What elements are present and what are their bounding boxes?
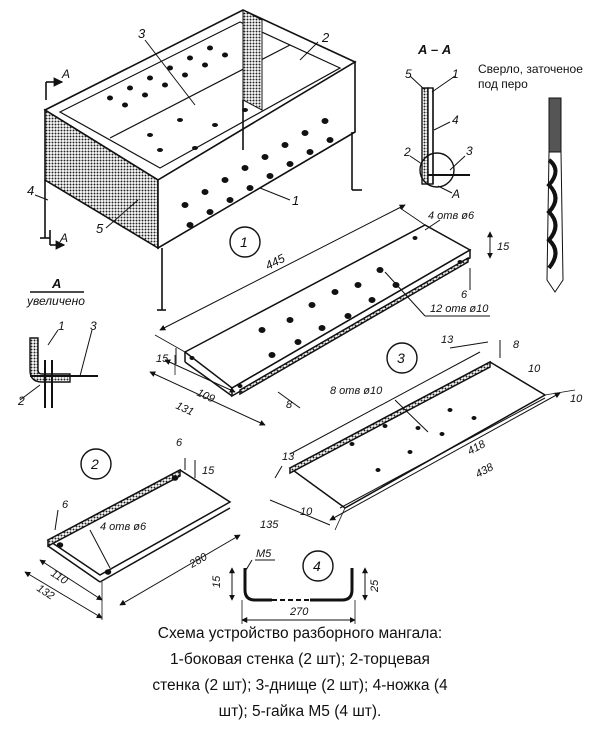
caption-line-1: Схема устройство разборного мангала:	[157, 625, 443, 642]
detail-label-1: 1	[58, 319, 65, 333]
dim-25-leg: 25	[369, 579, 381, 593]
dim-132: 132	[34, 582, 56, 602]
dim-15-top: 15	[202, 465, 215, 477]
dim-280: 280	[187, 551, 211, 572]
part-1-side-wall	[149, 204, 493, 426]
section-label-5: 5	[405, 67, 412, 81]
part-4-leg	[229, 550, 368, 624]
detail-a-enlarged-label: увеличено	[26, 294, 85, 308]
dim-15-leg: 15	[211, 575, 223, 588]
dim-8-holes-10: 8 отв ø10	[330, 385, 383, 397]
dim-6-right: 6	[461, 289, 468, 301]
part-3-bottom-plate	[269, 340, 576, 531]
circled-part-4: 4	[313, 558, 321, 574]
section-label-3: 3	[466, 144, 473, 158]
dim-270: 270	[289, 606, 309, 618]
section-label-2: 2	[403, 145, 411, 159]
caption-line-4: шт); 5-гайка М5 (4 шт).	[218, 703, 382, 720]
dim-10-right-b: 10	[570, 393, 583, 405]
caption-line-2: 1-боковая стенка (2 шт); 2-торцевая	[170, 651, 430, 668]
dim-12-holes-10: 12 отв ø10	[430, 303, 489, 315]
section-circle-a: А	[451, 187, 460, 201]
section-a-a	[409, 75, 470, 194]
dim-109: 109	[195, 387, 217, 406]
section-arrow-a-bottom: А	[59, 231, 68, 245]
part-label-5: 5	[96, 221, 104, 236]
dim-13-left: 13	[282, 451, 295, 463]
dim-4-holes-6: 4 отв ø6	[428, 210, 475, 222]
part-label-3: 3	[138, 26, 146, 41]
dim-438: 438	[474, 461, 497, 481]
section-label-4: 4	[452, 113, 459, 127]
circled-part-3: 3	[397, 350, 405, 366]
front-wall-holes	[107, 45, 334, 228]
section-label-1: 1	[452, 67, 459, 81]
dim-445: 445	[263, 251, 287, 273]
dim-135: 135	[260, 519, 279, 531]
dim-418: 418	[466, 438, 489, 458]
caption-line-3: стенка (2 шт); 3-днище (2 шт); 4-ножка (…	[152, 677, 448, 694]
circled-part-2: 2	[90, 456, 99, 472]
dim-8-bottom: 8	[286, 399, 293, 411]
part-label-4: 4	[27, 183, 34, 198]
detail-a-enlarged	[19, 291, 98, 408]
section-a-a-title: А – А	[417, 42, 451, 57]
dim-m5: M5	[256, 548, 272, 560]
dim-10-right-a: 10	[528, 363, 541, 375]
part-2-end-wall	[24, 448, 241, 620]
drill-note: Сверло, заточеное под перо	[478, 62, 583, 91]
part-label-2: 2	[321, 30, 330, 45]
detail-label-3: 3	[90, 319, 97, 333]
dim-6-left: 6	[62, 499, 69, 511]
dim-6-top: 6	[176, 437, 183, 449]
drill-bit-drawing	[546, 97, 564, 293]
dim-13-top: 13	[441, 334, 454, 346]
dim-15-right: 15	[497, 241, 510, 253]
circled-part-1: 1	[240, 234, 248, 250]
dim-131: 131	[174, 400, 196, 419]
dim-15-left: 15	[156, 353, 169, 365]
part-label-1: 1	[292, 193, 299, 208]
dim-110: 110	[48, 567, 70, 587]
dim-10-bottom: 10	[300, 506, 313, 518]
detail-label-2: 2	[17, 394, 25, 408]
assembled-grill-box	[34, 9, 362, 311]
caption: Схема устройство разборного мангала: 1-б…	[0, 621, 600, 725]
dim-8-top: 8	[513, 339, 520, 351]
section-arrow-a-top: А	[61, 67, 70, 81]
dim-4-holes-6-b: 4 отв ø6	[100, 521, 147, 533]
detail-a-title: А	[51, 276, 61, 291]
